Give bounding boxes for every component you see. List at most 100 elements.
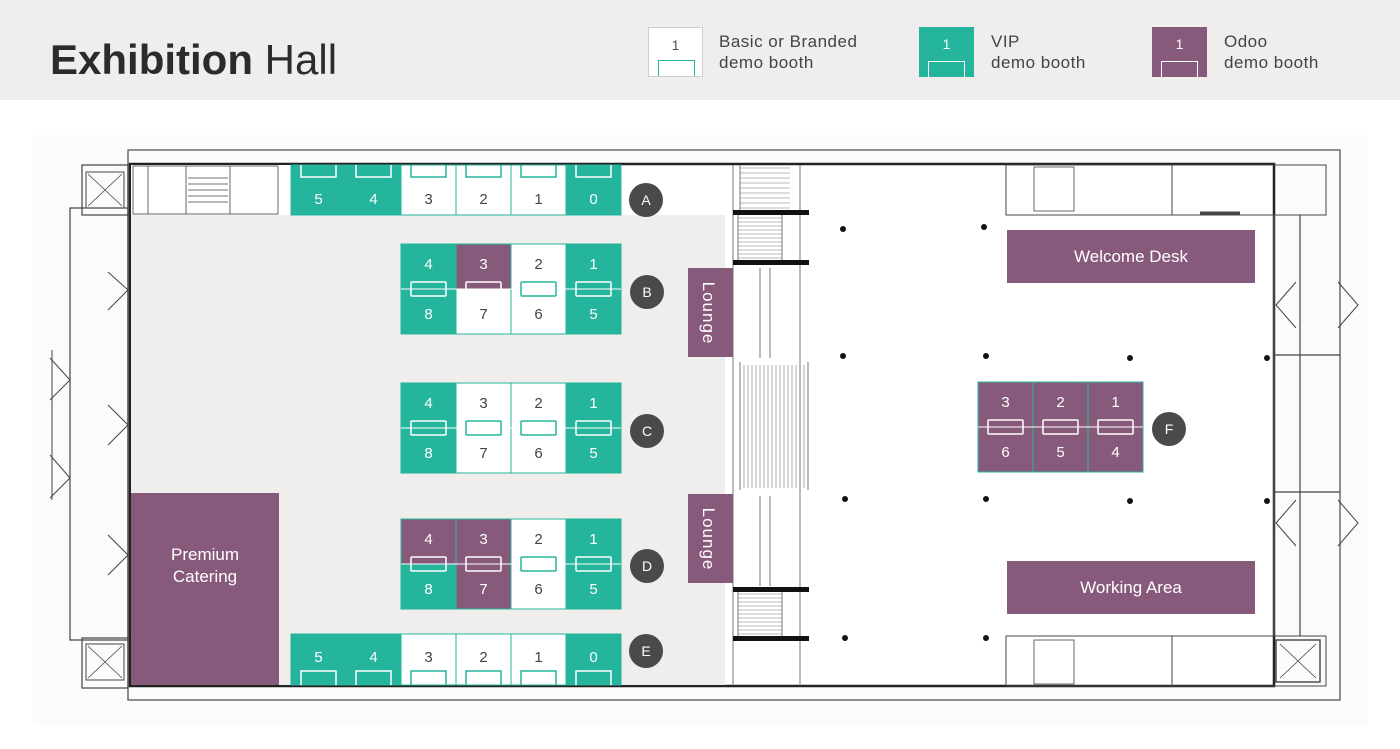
- booth-number: 8: [424, 306, 432, 323]
- booth-door-icon: [465, 165, 502, 178]
- booth-cell: [455, 164, 512, 216]
- booth-cell: [510, 164, 567, 216]
- booth: 2: [510, 243, 567, 290]
- legend-swatch-odoo: 1: [1152, 27, 1207, 77]
- premium-catering-area: Premium Catering: [131, 493, 279, 685]
- booth-number: 4: [1111, 444, 1119, 461]
- column: [983, 353, 989, 359]
- booth: 3: [400, 164, 457, 216]
- legend-number: 1: [671, 37, 680, 53]
- left-corridor: [49, 164, 129, 689]
- booth-number: 4: [424, 531, 432, 548]
- row-marker-circle: [629, 634, 663, 668]
- booth-number: 5: [314, 649, 322, 666]
- booth-number: 7: [479, 581, 487, 598]
- service-stair: [132, 165, 279, 215]
- column: [1264, 355, 1270, 361]
- row-marker-circle: [630, 414, 664, 448]
- booth-door-icon: [520, 165, 557, 178]
- booth-number: 8: [424, 581, 432, 598]
- booth-door-icon: [1097, 419, 1134, 435]
- legend-number: 1: [942, 36, 951, 52]
- catering-label-line2: Catering: [173, 567, 237, 586]
- booth: 4: [345, 164, 402, 216]
- booth-number: 8: [424, 445, 432, 462]
- booth: 0: [565, 164, 622, 216]
- stair-walls: [733, 210, 809, 641]
- booth-number: 2: [479, 649, 487, 666]
- booth: 2: [455, 164, 512, 216]
- booth-door-icon: [520, 556, 557, 572]
- booth-door-icon: [355, 165, 392, 178]
- booth-cell: [290, 164, 347, 216]
- booth-number: 1: [534, 649, 542, 666]
- booth-number: 5: [589, 306, 597, 323]
- working-area: Working Area: [1007, 561, 1255, 614]
- booth-number: 3: [1001, 394, 1009, 411]
- booth-door-icon: [300, 165, 337, 178]
- booth-number: 2: [534, 256, 542, 273]
- column: [840, 353, 846, 359]
- lounge-label: Lounge: [699, 508, 718, 571]
- column: [1264, 498, 1270, 504]
- row-marker-label: F: [1165, 421, 1174, 437]
- title-regular: Hall: [264, 36, 338, 83]
- right-corridor: [1005, 164, 1359, 687]
- booth: 5: [290, 633, 347, 686]
- row-marker: A: [629, 183, 663, 217]
- column: [1127, 355, 1133, 361]
- booth-door-icon: [465, 281, 502, 297]
- row-marker-circle: [630, 549, 664, 583]
- booth: 3: [400, 633, 457, 686]
- booth-number: 2: [1056, 394, 1064, 411]
- row-marker: F: [1152, 412, 1186, 446]
- booth-number: 7: [479, 306, 487, 323]
- booth: 5: [290, 164, 347, 216]
- legend-label-odoo: Odoo demo booth: [1224, 31, 1319, 73]
- row-marker-circle: [1152, 412, 1186, 446]
- legend-line: Odoo: [1224, 32, 1268, 51]
- booth-door-icon: [300, 670, 337, 685]
- booth-number: 6: [534, 581, 542, 598]
- booth-number: 6: [534, 445, 542, 462]
- booth-number: 3: [424, 649, 432, 666]
- booth-cell: [400, 633, 457, 686]
- booth-door-icon: [410, 420, 447, 436]
- booth-door-icon: [410, 556, 447, 572]
- columns: [840, 224, 1270, 641]
- booth: 1: [510, 164, 567, 216]
- booth-number: 2: [534, 395, 542, 412]
- column: [1127, 498, 1133, 504]
- title-bold: Exhibition: [50, 36, 253, 83]
- booth-cell: [510, 633, 567, 686]
- booth-number: 5: [589, 445, 597, 462]
- booth-number: 1: [589, 531, 597, 548]
- working-area-label: Working Area: [1080, 578, 1182, 597]
- booth: 0: [565, 633, 622, 686]
- booth-number: 4: [369, 191, 377, 208]
- welcome-desk-area: Welcome Desk: [1007, 230, 1255, 283]
- booth-cell: [510, 243, 567, 290]
- booth-number: 1: [589, 256, 597, 273]
- row-marker-circle: [630, 275, 664, 309]
- booth: 4: [345, 633, 402, 686]
- booth-door-icon: [1042, 419, 1079, 435]
- booth-number: 1: [589, 395, 597, 412]
- booth-number: 1: [534, 191, 542, 208]
- booth: 1: [510, 633, 567, 686]
- booth-door-icon: [410, 281, 447, 297]
- booth-number: 4: [424, 256, 432, 273]
- booth-door-icon: [658, 60, 695, 76]
- row-marker: B: [630, 275, 664, 309]
- booth-number: 3: [479, 256, 487, 273]
- booth-door-icon: [520, 670, 557, 685]
- booth-number: 5: [589, 581, 597, 598]
- booth-number: 5: [314, 191, 322, 208]
- column: [983, 635, 989, 641]
- row-marker-circle: [629, 183, 663, 217]
- booth-number: 2: [534, 531, 542, 548]
- booth-door-icon: [575, 281, 612, 297]
